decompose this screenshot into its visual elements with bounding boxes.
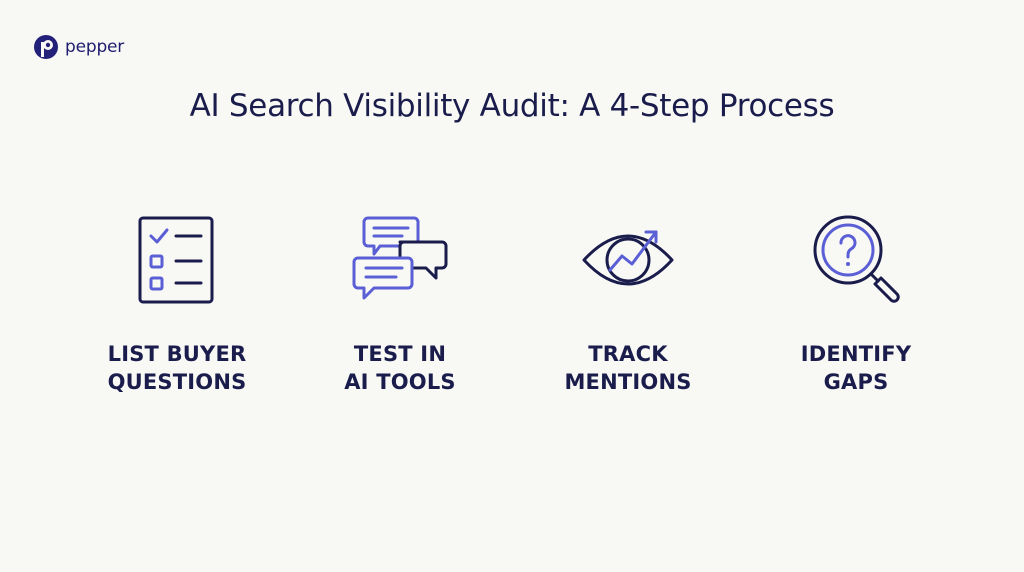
- brand-name: pepper: [65, 37, 125, 57]
- step-label: IDENTIFY GAPS: [801, 340, 911, 396]
- pepper-logo-icon: [34, 35, 58, 59]
- step-list-buyer-questions: LIST BUYER QUESTIONS: [67, 210, 287, 396]
- brand: pepper: [33, 34, 124, 60]
- eye-trend-icon: [582, 230, 674, 286]
- step-test-in-ai-tools: TEST IN AI TOOLS: [290, 210, 510, 396]
- step-label: TEST IN AI TOOLS: [344, 340, 456, 396]
- step-identify-gaps: IDENTIFY GAPS: [746, 210, 966, 396]
- magnifier-question-icon: [813, 215, 900, 303]
- step-label-line1: TEST IN: [353, 342, 447, 366]
- step-label: LIST BUYER QUESTIONS: [108, 340, 247, 396]
- step-label-line2: AI TOOLS: [344, 370, 456, 394]
- step-label-line2: QUESTIONS: [107, 370, 247, 394]
- step-label-line2: MENTIONS: [564, 370, 692, 394]
- page-title: AI Search Visibility Audit: A 4-Step Pro…: [189, 88, 835, 124]
- step-label-line1: IDENTIFY: [800, 342, 912, 366]
- step-track-mentions: TRACK MENTIONS: [518, 210, 738, 396]
- checklist-icon: [138, 216, 214, 304]
- step-label-line1: TRACK: [588, 342, 668, 366]
- step-label-line1: LIST BUYER: [107, 342, 247, 366]
- chat-bubbles-icon: [352, 216, 448, 300]
- step-label-line2: GAPS: [823, 370, 889, 394]
- step-label: TRACK MENTIONS: [564, 340, 691, 396]
